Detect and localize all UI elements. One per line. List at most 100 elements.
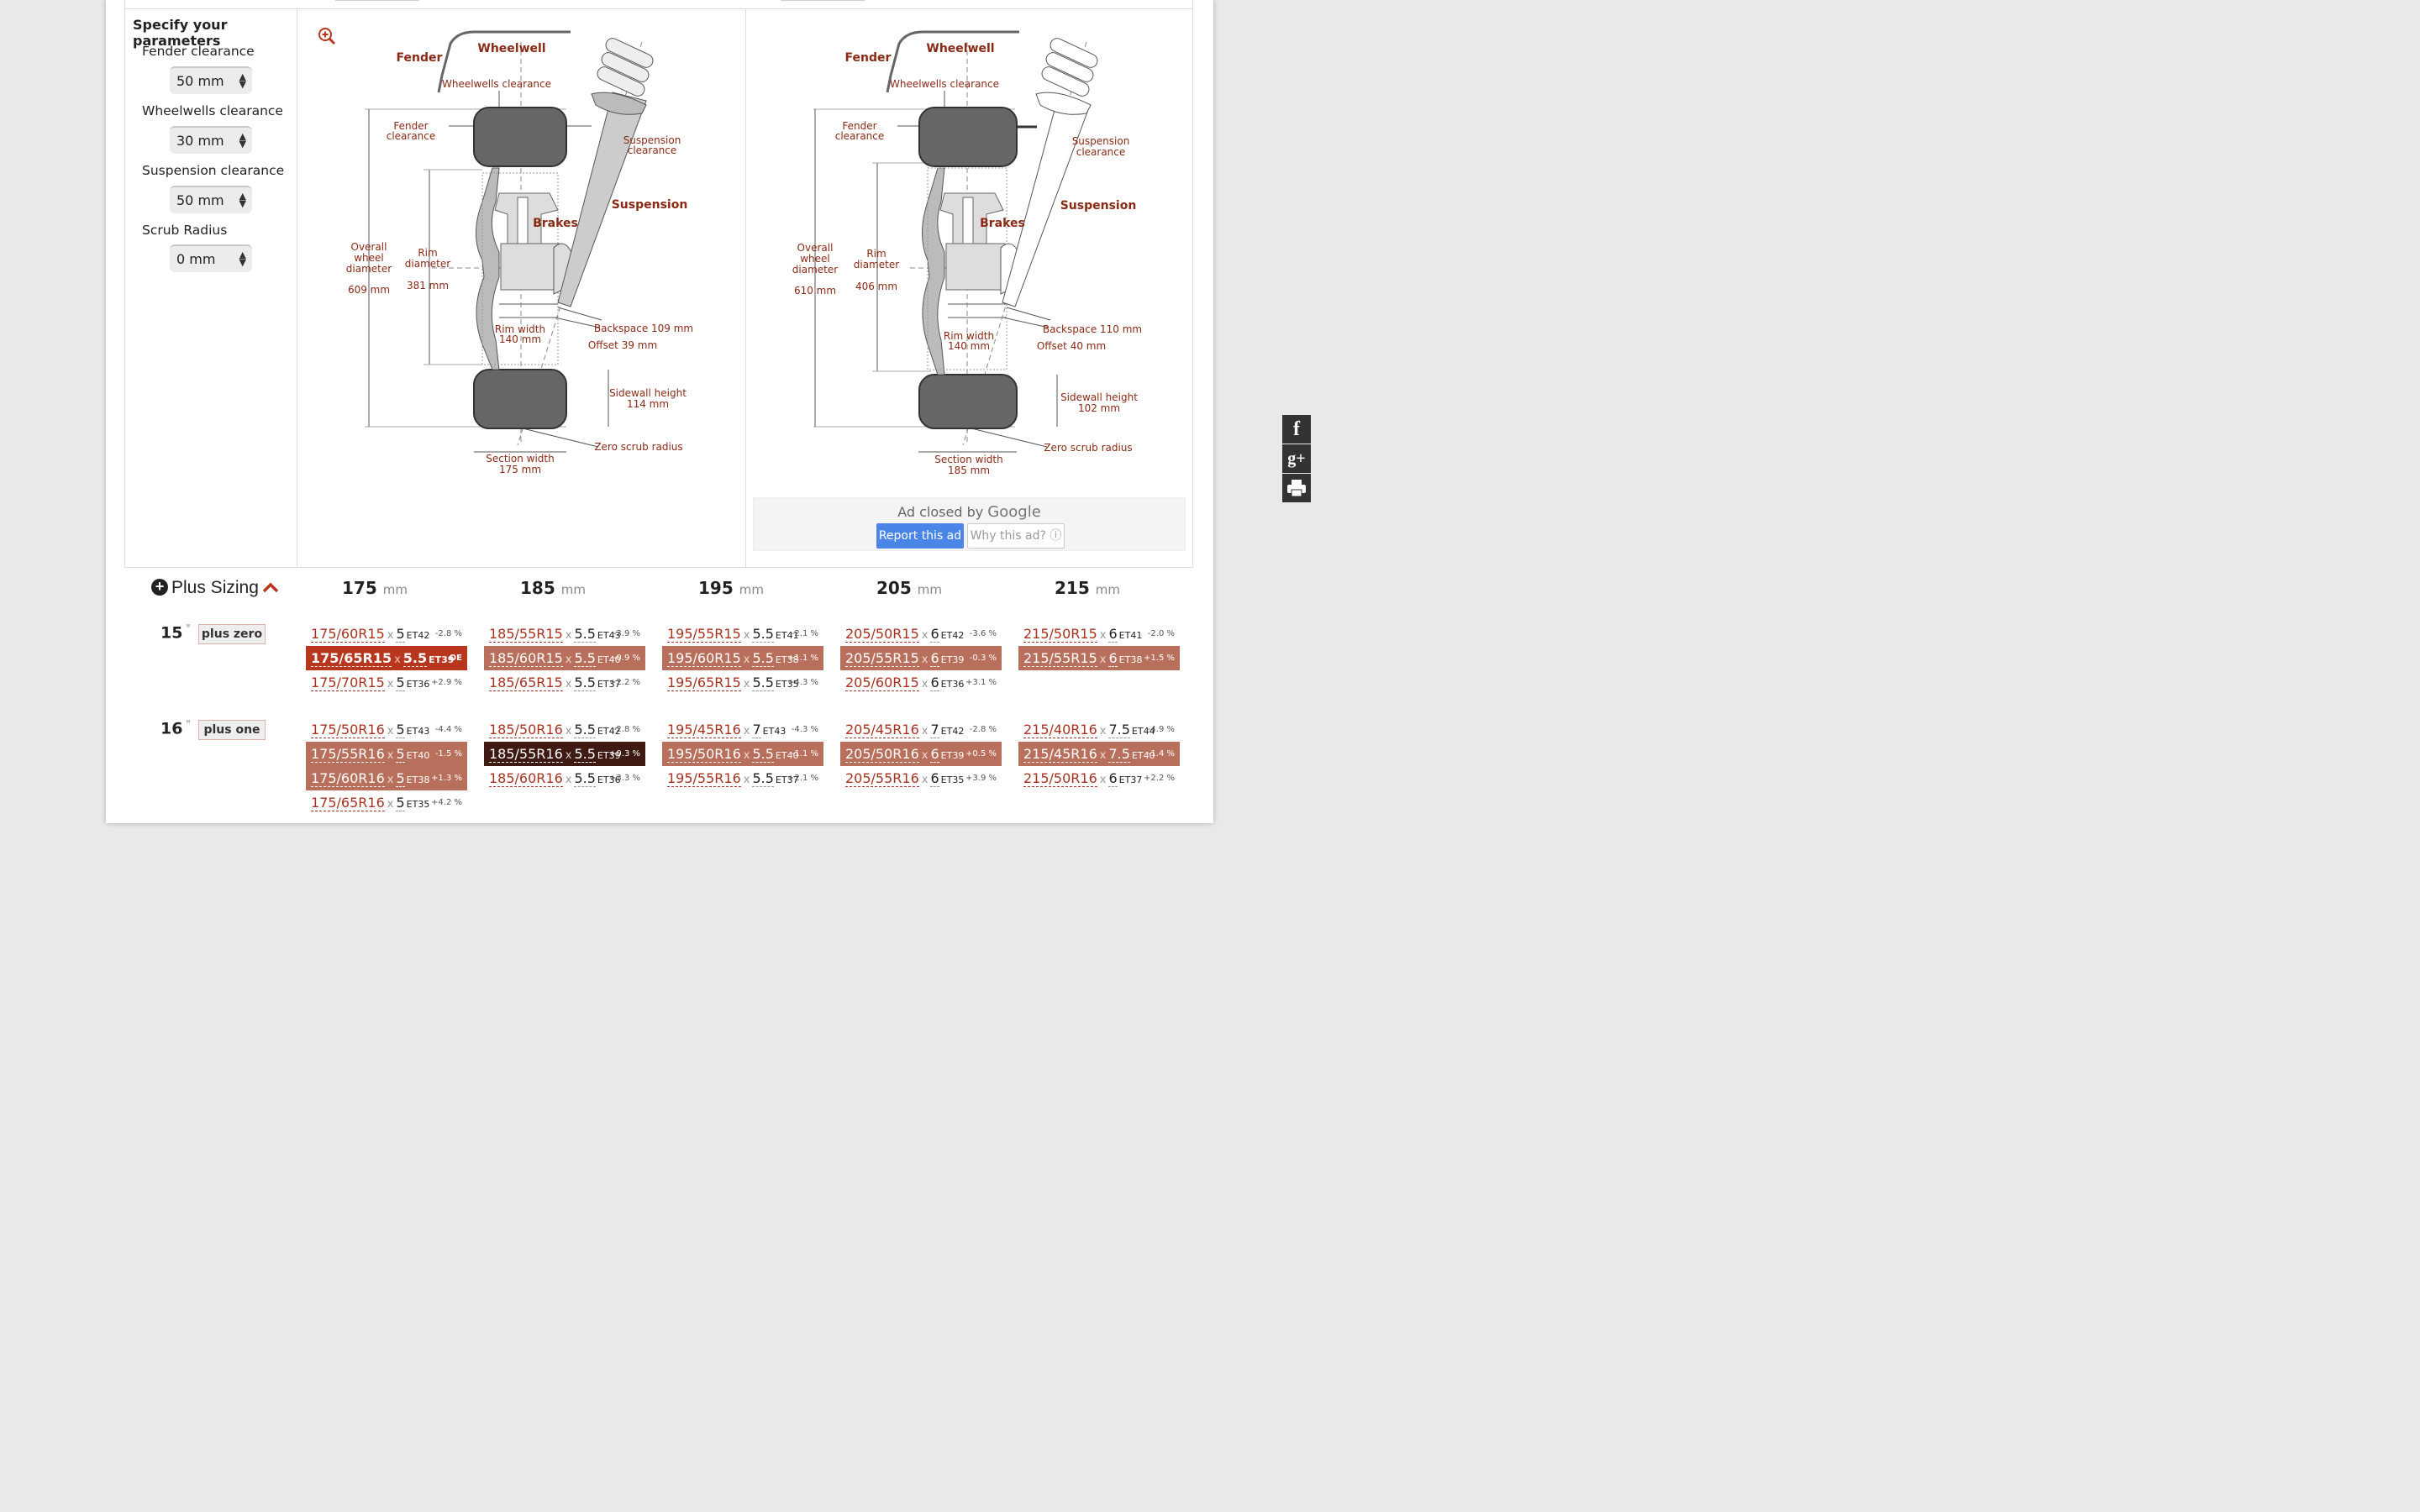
rim-width[interactable]: 5.5 xyxy=(752,675,774,691)
rim-width[interactable]: 5.5 xyxy=(574,770,596,787)
rim-width[interactable]: 5.5 xyxy=(574,626,596,643)
tire-size-link[interactable]: 215/55R15 xyxy=(1023,650,1097,667)
tire-size-link[interactable]: 195/65R15 xyxy=(667,675,741,691)
scrub-radius-select[interactable]: 0 mm ▲▼ xyxy=(170,244,252,272)
rim-width[interactable]: 5 xyxy=(396,675,405,691)
tire-size-link[interactable]: 185/55R15 xyxy=(489,626,563,643)
rim-width[interactable]: 5.5 xyxy=(574,746,596,763)
fender-clearance-select[interactable]: 50 mm ▲▼ xyxy=(170,66,252,94)
tire-size-link[interactable]: 175/70R15 xyxy=(311,675,385,691)
tire-size-link[interactable]: 175/65R15 xyxy=(311,650,392,667)
tire-size-link[interactable]: 195/55R15 xyxy=(667,626,741,643)
rim-width[interactable]: 7.5 xyxy=(1108,746,1130,763)
tire-size-link[interactable]: 195/45R16 xyxy=(667,722,741,738)
tire-size-link[interactable]: 215/45R16 xyxy=(1023,746,1097,763)
tire-size-link[interactable]: 205/50R16 xyxy=(845,746,919,763)
tire-size-link[interactable]: 175/60R16 xyxy=(311,770,385,787)
rim-width[interactable]: 5 xyxy=(396,746,405,763)
rim-width[interactable]: 6 xyxy=(930,626,939,643)
tire-size-link[interactable]: 195/50R16 xyxy=(667,746,741,763)
tire-size-link[interactable]: 175/65R16 xyxy=(311,795,385,811)
rim-width[interactable]: 6 xyxy=(1108,626,1118,643)
rim-width[interactable]: 5.5 xyxy=(574,722,596,738)
tire-size-link[interactable]: 215/50R16 xyxy=(1023,770,1097,787)
tire-size-link[interactable]: 185/50R16 xyxy=(489,722,563,738)
report-ad-button[interactable]: Report this ad xyxy=(876,523,964,549)
tire-size-link[interactable]: 195/55R16 xyxy=(667,770,741,787)
rim-width[interactable]: 6 xyxy=(930,770,939,787)
suspension-clearance-select[interactable]: 50 mm ▲▼ xyxy=(170,186,252,213)
rim-width[interactable]: 5 xyxy=(396,795,405,811)
tire-size-link[interactable]: 215/50R15 xyxy=(1023,626,1097,643)
rim-width[interactable]: 7 xyxy=(752,722,761,738)
tire-size-link[interactable]: 205/55R15 xyxy=(845,650,919,667)
rim-width[interactable]: 6 xyxy=(1108,650,1118,667)
rim-width[interactable]: 6 xyxy=(930,650,939,667)
facebook-share-button[interactable]: f xyxy=(1282,415,1311,444)
tire-size-link[interactable]: 205/55R16 xyxy=(845,770,919,787)
why-this-ad-button[interactable]: Why this ad? ⓘ xyxy=(967,523,1065,549)
rim-width[interactable]: 5 xyxy=(396,770,405,787)
google-plus-share-button[interactable]: g+ xyxy=(1282,444,1311,473)
rim-width[interactable]: 6 xyxy=(930,746,939,763)
rim-width[interactable]: 5 xyxy=(396,626,405,643)
rim-width[interactable]: 6 xyxy=(930,675,939,691)
tire-size-link[interactable]: 175/50R16 xyxy=(311,722,385,738)
rim-width[interactable]: 5.5 xyxy=(574,650,596,667)
tire-size-link[interactable]: 205/45R16 xyxy=(845,722,919,738)
tire-size-link[interactable]: 185/60R16 xyxy=(489,770,563,787)
rim-width[interactable]: 6 xyxy=(1108,770,1118,787)
rim-width[interactable]: 7 xyxy=(930,722,939,738)
print-button[interactable] xyxy=(1282,474,1311,502)
rim-width[interactable]: 5.5 xyxy=(402,650,428,667)
tire-size-link[interactable]: 185/65R15 xyxy=(489,675,563,691)
rim-width[interactable]: 5.5 xyxy=(574,675,596,691)
rim-width[interactable]: 5.5 xyxy=(752,770,774,787)
tire-size-link[interactable]: 185/60R15 xyxy=(489,650,563,667)
rim-width[interactable]: 5.5 xyxy=(752,746,774,763)
tire-size-link[interactable]: 185/55R16 xyxy=(489,746,563,763)
tire-size-link[interactable]: 175/60R15 xyxy=(311,626,385,643)
rim-width[interactable]: 7.5 xyxy=(1108,722,1130,738)
rim-width[interactable]: 5 xyxy=(396,722,405,738)
tire-size-link[interactable]: 195/60R15 xyxy=(667,650,741,667)
tire-size-link[interactable]: 215/40R16 xyxy=(1023,722,1097,738)
plus-sizing-header[interactable]: +Plus Sizing xyxy=(151,578,279,598)
rim-width[interactable]: 5.5 xyxy=(752,626,774,643)
zoom-in-icon[interactable] xyxy=(318,27,336,45)
rim-width[interactable]: 5.5 xyxy=(752,650,774,667)
tire-size-link[interactable]: 205/60R15 xyxy=(845,675,919,691)
tire-size-link[interactable]: 175/55R16 xyxy=(311,746,385,763)
wheelwells-clearance-select[interactable]: 30 mm ▲▼ xyxy=(170,126,252,154)
